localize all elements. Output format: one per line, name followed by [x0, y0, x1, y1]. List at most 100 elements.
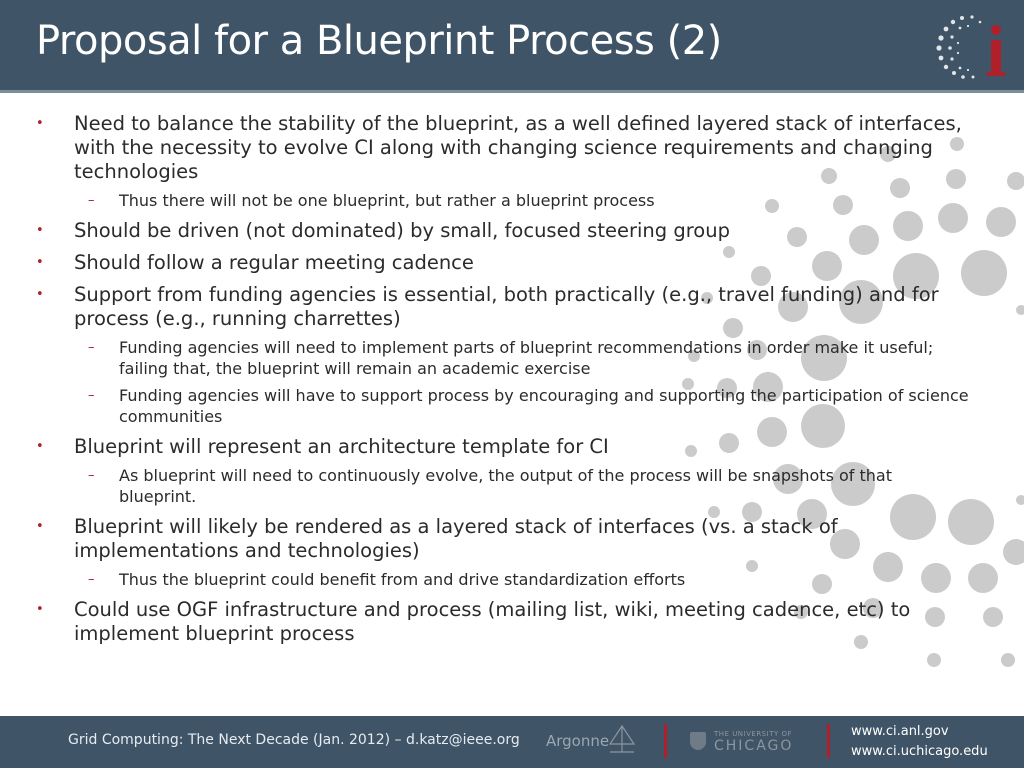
sub-bullet-text: As blueprint will need to continuously e… — [119, 466, 892, 506]
decorative-circle — [801, 335, 847, 381]
decorative-circle — [893, 253, 939, 299]
decorative-circle — [742, 502, 762, 522]
decorative-circle — [812, 574, 832, 594]
slide-title: Proposal for a Blueprint Process (2) — [36, 18, 722, 64]
bullet-text: Support from funding agencies is essenti… — [74, 283, 939, 330]
ci-logo-icon — [936, 15, 1005, 79]
sub-bullet-marker: – — [88, 468, 95, 483]
decorative-circle — [717, 378, 737, 398]
decorative-circle — [890, 178, 910, 198]
url-ci-anl[interactable]: www.ci.anl.gov — [851, 724, 949, 739]
decorative-circle — [1016, 495, 1024, 505]
decorative-circle — [831, 462, 875, 506]
decorative-circle — [1007, 172, 1024, 190]
bullet-text: Could use OGF infrastructure and process… — [74, 598, 911, 645]
bullet-item: • Should follow a regular meeting cadence — [36, 251, 971, 275]
sub-bullet-marker: – — [88, 572, 95, 587]
decorative-circle — [968, 563, 998, 593]
decorative-circle — [880, 146, 896, 162]
bullet-item: • Support from funding agencies is essent… — [36, 283, 971, 331]
decorative-circle — [946, 169, 966, 189]
footer-urls: www.ci.anl.gov www.ci.uchicago.edu — [851, 722, 988, 762]
sub-bullet-text: Thus there will not be one blueprint, bu… — [119, 191, 655, 210]
url-ci-uchicago[interactable]: www.ci.uchicago.edu — [851, 744, 988, 759]
decorative-circle — [746, 560, 758, 572]
slide-footer: Grid Computing: The Next Decade (Jan. 20… — [0, 716, 1024, 768]
decorative-circles — [682, 137, 1024, 667]
decorative-circle — [950, 137, 964, 151]
argonne-logo-text: Argonne — [546, 732, 610, 750]
sub-bullet-marker: – — [88, 193, 95, 208]
decorative-circle — [688, 350, 700, 362]
bullet-item: •Blueprint will likely be rendered as a … — [36, 515, 971, 563]
footer-separator — [664, 724, 667, 758]
bullet-marker: • — [36, 255, 44, 270]
uchicago-shield-icon — [690, 732, 706, 750]
sub-bullet-text: Funding agencies will need to implement … — [119, 338, 934, 378]
uchicago-logo-text: CHICAGO — [714, 738, 794, 754]
decorative-circle — [685, 445, 697, 457]
decorative-circle — [921, 563, 951, 593]
decorative-circle — [925, 607, 945, 627]
decorative-circle — [839, 280, 883, 324]
sub-bullet-text: Thus the blueprint could benefit from an… — [119, 570, 686, 589]
decorative-circle — [812, 251, 842, 281]
decorative-circle — [938, 203, 968, 233]
decorative-circle — [701, 292, 713, 304]
sub-bullet-item: – Funding agencies will have to support p… — [36, 385, 971, 427]
decorative-circle — [849, 225, 879, 255]
decorative-circle — [821, 168, 837, 184]
decorative-circle — [948, 499, 994, 545]
sub-bullet-item: – Thus there will not be one blueprint, b… — [36, 190, 971, 211]
sub-bullet-marker: – — [88, 340, 95, 355]
sub-bullet-item: – As blueprint will need to continuously … — [36, 465, 971, 507]
bullet-text: Should follow a regular meeting cadence — [74, 251, 474, 274]
decorative-circle — [778, 292, 808, 322]
sub-bullet-item: – Thus the blueprint could benefit from a… — [36, 569, 971, 590]
decorative-circle — [801, 404, 845, 448]
decorative-circle — [797, 499, 827, 529]
bullet-text: Should be driven (not dominated) by smal… — [74, 219, 730, 242]
bullet-marker: • — [36, 439, 44, 454]
decorative-circle — [747, 340, 767, 360]
decorative-circle — [890, 494, 936, 540]
bullet-text: Blueprint will represent an architecture… — [74, 435, 609, 458]
decorative-circle — [893, 211, 923, 241]
bullet-marker: • — [36, 116, 44, 131]
bullet-marker: • — [36, 602, 44, 617]
bullet-marker: • — [36, 223, 44, 238]
argonne-logo-icon — [608, 724, 636, 753]
decorative-circle — [682, 378, 694, 390]
bullet-item: • Should be driven (not dominated) by sma… — [36, 219, 971, 243]
decorative-circle — [757, 417, 787, 447]
decorative-circle — [1003, 539, 1024, 565]
bullet-text: Blueprint will likely be rendered as a l… — [74, 515, 838, 562]
bullet-list: • Need to balance the stability of the bl… — [36, 112, 971, 654]
decorative-circle — [927, 653, 941, 667]
sub-bullet-item: – Funding agencies will need to implement… — [36, 337, 971, 379]
bullet-marker: • — [36, 287, 44, 302]
footer-separator — [827, 724, 830, 758]
decorative-circle — [723, 318, 743, 338]
decorative-circle — [863, 598, 883, 618]
bullet-item: • Need to balance the stability of the bl… — [36, 112, 971, 184]
bullet-text: Need to balance the stability of the blu… — [74, 112, 962, 183]
decorative-circle — [708, 506, 720, 518]
decorative-circle — [961, 250, 1007, 296]
bullet-item: • Could use OGF infrastructure and proces… — [36, 598, 971, 646]
uchicago-logo-small-text: THE UNIVERSITY OF — [714, 730, 793, 738]
decorative-circle — [1001, 653, 1015, 667]
slide-header: Proposal for a Blueprint Process (2) — [0, 0, 1024, 93]
decorative-circle — [723, 246, 735, 258]
decorative-circle — [794, 605, 808, 619]
decorative-circle — [753, 372, 783, 402]
decorative-circle — [719, 433, 739, 453]
decorative-circle — [751, 266, 771, 286]
uchicago-logo: THE UNIVERSITY OF CHICAGO — [690, 730, 808, 754]
sub-bullet-text: Funding agencies will have to support pr… — [119, 386, 969, 426]
decorative-circle — [765, 199, 779, 213]
sub-bullet-marker: – — [88, 388, 95, 403]
decorative-circle — [873, 552, 903, 582]
decorative-circle — [830, 529, 860, 559]
decorative-circle — [1016, 305, 1024, 315]
